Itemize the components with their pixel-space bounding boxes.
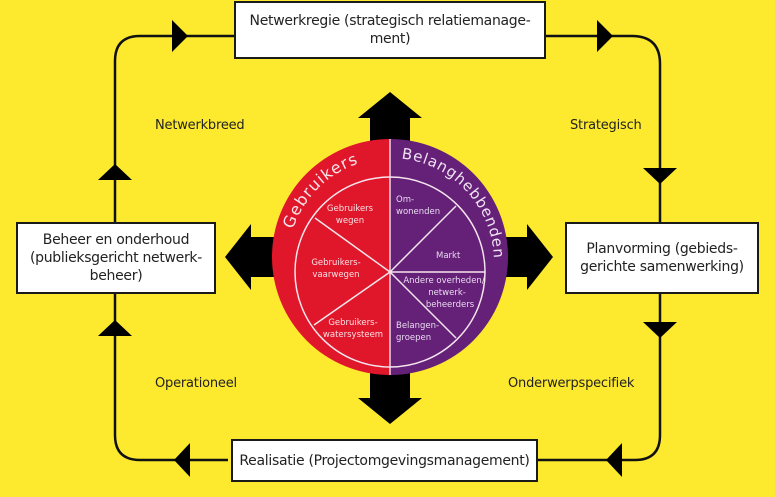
cycle-line-bottom-left — [113, 293, 228, 462]
segment-omwonenden: Om-wonenden — [396, 195, 440, 217]
segment-markt: Markt — [436, 251, 461, 261]
big-arrow-up-icon — [358, 92, 422, 145]
box-netwerkregie-line1: Netwerkregie (strategisch relatiemanage- — [249, 13, 531, 29]
segment-gebruikers-watersysteem: Gebruikers-watersysteem — [323, 318, 383, 340]
arrowhead-left-icon — [174, 443, 190, 477]
arrowhead-right-icon — [597, 20, 613, 52]
box-planvorming-line1: Planvorming (gebieds- — [586, 241, 738, 257]
segment-andere-overheden: Andere overheden/netwerk-beheerders — [403, 276, 485, 310]
big-arrow-right-icon — [500, 224, 553, 290]
big-arrow-down-icon — [358, 368, 422, 424]
arrowhead-down-icon — [643, 168, 677, 184]
cycle-line-bottom-right — [538, 293, 662, 462]
box-netwerkregie-line2: ment) — [369, 31, 411, 47]
arrowhead-right-icon — [172, 20, 188, 52]
label-strategisch: Strategisch — [570, 118, 642, 133]
box-beheer-line2: (publieksgericht netwerk- — [29, 250, 202, 266]
box-netwerkregie: Netwerkregie (strategisch relatiemanage-… — [234, 1, 546, 59]
label-operationeel: Operationeel — [155, 376, 237, 391]
arrowhead-up-icon — [98, 320, 132, 336]
box-beheer-onderhoud: Beheer en onderhoud (publieksgericht net… — [16, 222, 216, 294]
belanghebbenden-half — [390, 139, 508, 375]
box-planvorming: Planvorming (gebieds- gerichte samenwerk… — [565, 222, 759, 294]
cycle-line-top-left — [113, 34, 235, 222]
box-beheer-line1: Beheer en onderhoud — [42, 232, 190, 248]
box-realisatie: Realisatie (Projectomgevingsmanagement) — [231, 439, 538, 482]
box-beheer-line3: beheer) — [89, 268, 143, 284]
gebruikers-half — [272, 139, 390, 375]
box-realisatie-text: Realisatie (Projectomgevingsmanagement) — [239, 452, 530, 469]
segment-belangengroepen: Belangen-groepen — [396, 321, 439, 343]
cycle-line-top-right — [545, 34, 662, 222]
label-netwerkbreed: Netwerkbreed — [155, 118, 245, 133]
arrowhead-down-icon — [643, 322, 677, 338]
segment-gebruikers-vaarwegen: Gebruikers-vaarwegen — [311, 258, 360, 280]
segment-dividers — [313, 205, 485, 339]
big-arrow-left-icon — [225, 224, 280, 290]
belanghebbenden-segments: Om-wonenden Markt Andere overheden/netwe… — [396, 195, 485, 343]
arrowhead-left-icon — [606, 443, 622, 477]
label-onderwerpspecifiek: Onderwerpspecifiek — [508, 376, 635, 391]
box-planvorming-line2: gerichte samenwerking) — [580, 259, 744, 275]
arrowhead-up-icon — [98, 164, 132, 180]
